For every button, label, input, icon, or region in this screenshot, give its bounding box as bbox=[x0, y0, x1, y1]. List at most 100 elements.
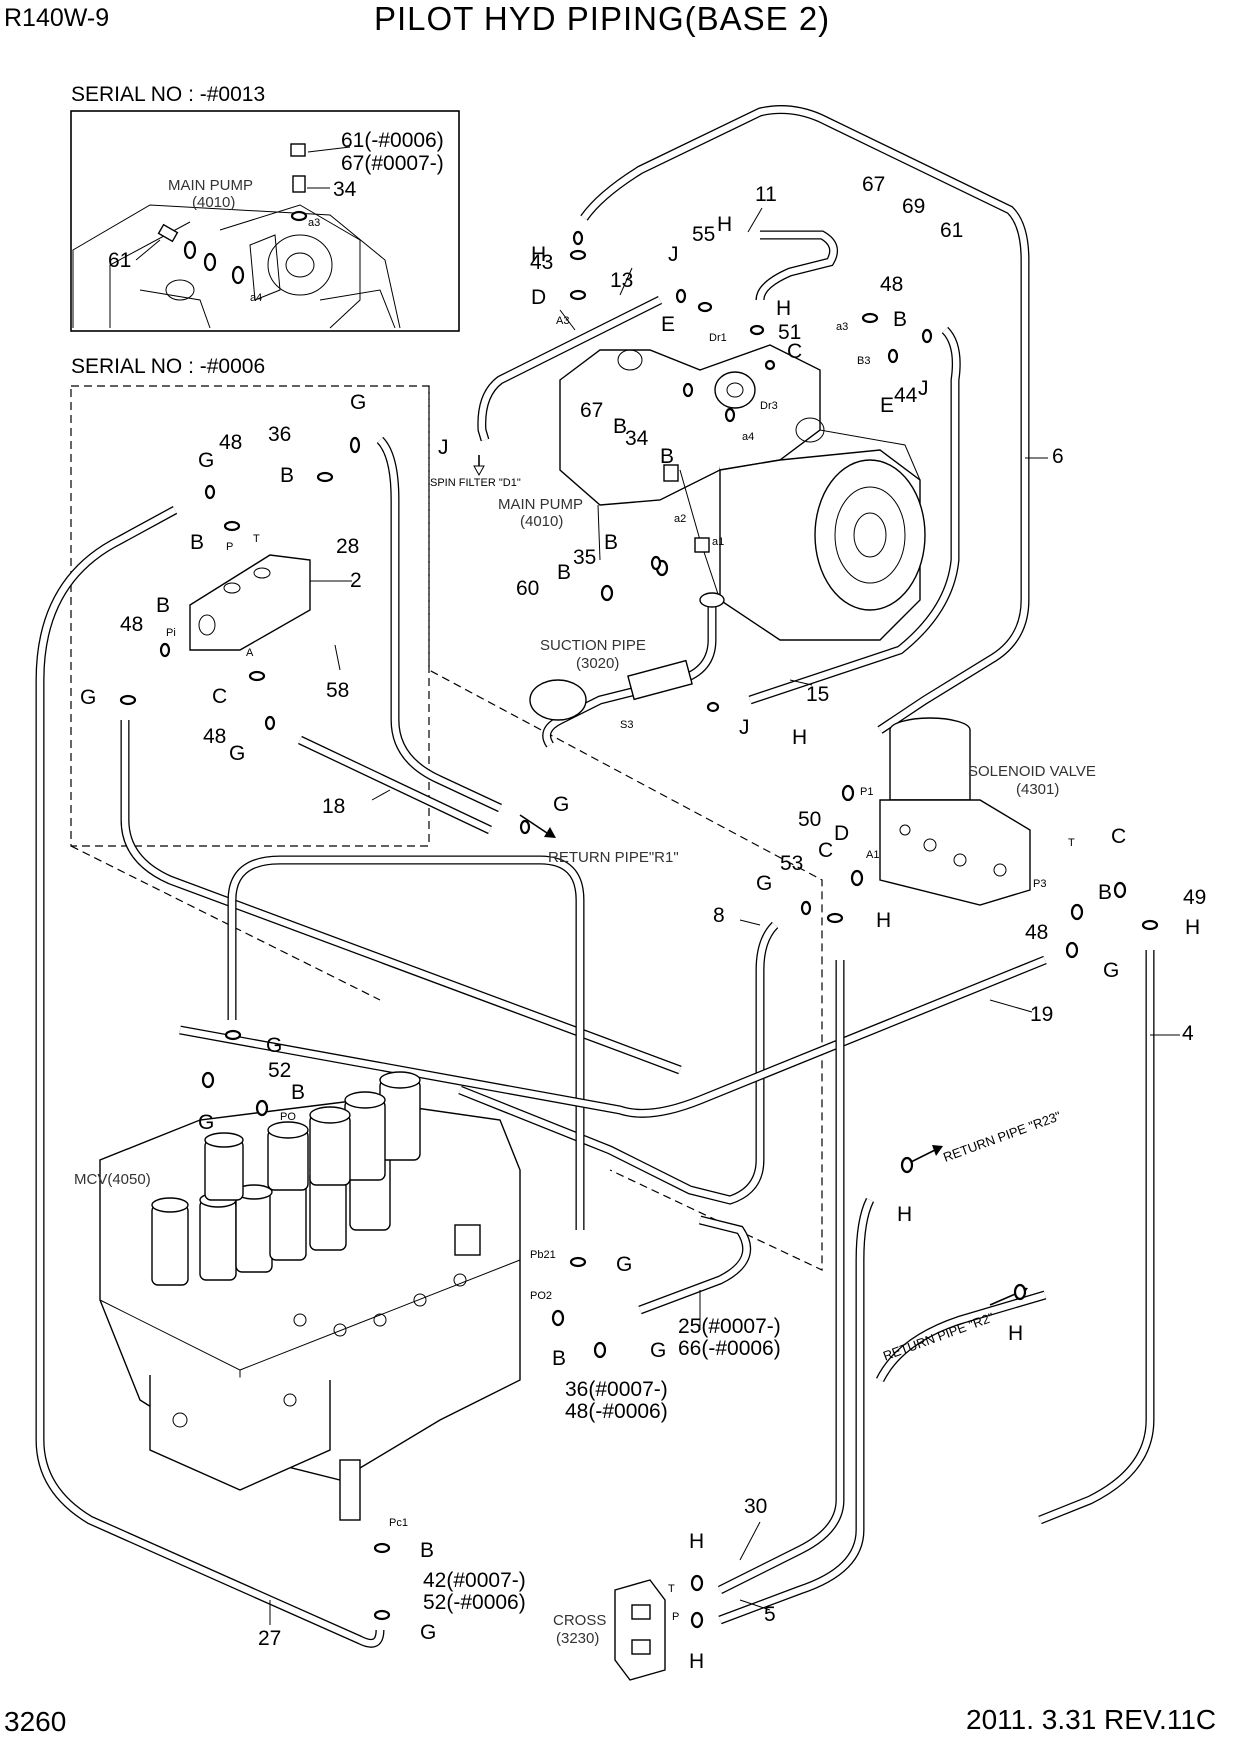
callout-67: 67 bbox=[862, 173, 886, 196]
callout-42: 42(#0007-) bbox=[423, 1569, 526, 1592]
hose-25 bbox=[638, 1215, 752, 1315]
main-pump-code: (4010) bbox=[520, 513, 564, 530]
port-t-cross: T bbox=[668, 1583, 675, 1595]
callout-48-a: 48 bbox=[203, 725, 227, 748]
letter-c-3: C bbox=[818, 839, 834, 862]
callout-5: 5 bbox=[764, 1603, 776, 1626]
port-a1: a1 bbox=[712, 536, 725, 548]
cross-label: CROSS bbox=[553, 1612, 607, 1629]
callout-49: 49 bbox=[1183, 886, 1207, 909]
inset-mid-frame bbox=[70, 385, 430, 847]
callout-53: 53 bbox=[780, 852, 804, 875]
callout-52: 52 bbox=[268, 1059, 292, 1082]
hose-18 bbox=[298, 735, 492, 835]
return-pipe-r1-label: RETURN PIPE"R1" bbox=[548, 849, 679, 866]
inset-top-pump bbox=[72, 143, 401, 329]
callout-34: 34 bbox=[625, 427, 649, 450]
letter-h-5: H bbox=[876, 909, 892, 932]
callout-51: 51 bbox=[778, 321, 802, 344]
letter-d-1: D bbox=[531, 286, 547, 309]
letter-g-8: G bbox=[266, 1034, 283, 1057]
main-pump-label: MAIN PUMP bbox=[498, 496, 584, 513]
letter-g-2: G bbox=[198, 449, 215, 472]
callout-48-top: 48 bbox=[880, 273, 904, 296]
callout-48-mcv: 48(-#0006) bbox=[565, 1400, 668, 1423]
callout-48-pi: 48 bbox=[120, 613, 144, 636]
letter-d-2: D bbox=[834, 822, 850, 845]
letter-g-6: G bbox=[756, 872, 773, 895]
hose-return-r2 bbox=[875, 1290, 1047, 1383]
letter-g-11: G bbox=[650, 1339, 667, 1362]
callout-50: 50 bbox=[798, 808, 822, 831]
port-a-block: A bbox=[246, 647, 254, 659]
main-pump-body bbox=[559, 344, 926, 641]
callout-60: 60 bbox=[516, 577, 540, 600]
port-dr3: Dr3 bbox=[760, 400, 778, 412]
o-rings bbox=[119, 230, 1159, 1629]
port-dr1: Dr1 bbox=[709, 332, 727, 344]
suction-pipe-label: SUCTION PIPE bbox=[540, 637, 646, 654]
letter-h-8: H bbox=[1008, 1322, 1024, 1345]
letter-g-5: G bbox=[553, 793, 570, 816]
inset-mid-dash-ext bbox=[428, 386, 823, 1271]
pilot-block bbox=[189, 554, 311, 651]
hose-28 bbox=[376, 436, 502, 813]
callout-69: 69 bbox=[902, 195, 926, 218]
mcv-label: MCV(4050) bbox=[74, 1171, 151, 1188]
callout-35: 35 bbox=[573, 546, 597, 569]
solenoid-valve-label: SOLENOID VALVE bbox=[968, 763, 1096, 780]
inset-pump-label: MAIN PUMP bbox=[168, 177, 254, 194]
callout-15: 15 bbox=[806, 683, 830, 706]
callout-61-inset: 61(-#0006) bbox=[341, 129, 444, 152]
letter-g-10: G bbox=[616, 1253, 633, 1276]
inset-top-frame bbox=[70, 110, 460, 332]
port-a3-inset: a3 bbox=[308, 217, 321, 229]
port-po2: PO2 bbox=[530, 1290, 553, 1302]
spin-filter-note: SPIN FILTER "D1" bbox=[430, 477, 521, 489]
solenoid-valve-code: (4301) bbox=[1016, 781, 1060, 798]
letter-h-2: H bbox=[717, 213, 733, 236]
letter-h-6: H bbox=[1185, 916, 1201, 939]
hose-8 bbox=[458, 921, 779, 1205]
hose-30 bbox=[717, 960, 845, 1595]
port-a3: a3 bbox=[836, 321, 849, 333]
letter-g-1: G bbox=[350, 391, 367, 414]
callout-55: 55 bbox=[692, 223, 716, 246]
letter-b-2: B bbox=[613, 415, 628, 438]
callout-52-mcv: 52(-#0006) bbox=[423, 1591, 526, 1614]
letter-h-7: H bbox=[897, 1203, 913, 1226]
letter-b-6: B bbox=[280, 464, 295, 487]
callout-48-valve: 48 bbox=[1025, 921, 1049, 944]
letter-b-11: B bbox=[552, 1347, 567, 1370]
port-pi: Pi bbox=[166, 627, 176, 639]
callout-36-mcv: 36(#0007-) bbox=[565, 1378, 668, 1401]
callout-58: 58 bbox=[326, 679, 350, 702]
letter-h-3: H bbox=[776, 297, 792, 320]
letter-e-2: E bbox=[880, 394, 895, 417]
leader-lines bbox=[135, 146, 1180, 1625]
letter-g-3: G bbox=[80, 686, 97, 709]
letter-g-9: G bbox=[198, 1111, 215, 1134]
letter-c-1: C bbox=[787, 340, 803, 363]
letter-j-4: J bbox=[739, 716, 750, 739]
letter-e-1: E bbox=[661, 313, 676, 336]
letter-c-2: C bbox=[212, 685, 228, 708]
callout-6: 6 bbox=[1052, 445, 1064, 468]
callout-18: 18 bbox=[322, 795, 346, 818]
callout-8: 8 bbox=[713, 904, 725, 927]
callout-30: 30 bbox=[744, 1495, 768, 1518]
port-p-block: P bbox=[226, 541, 234, 553]
port-a3-upper: A3 bbox=[556, 315, 570, 327]
callout-66: 66(-#0006) bbox=[678, 1337, 781, 1360]
port-t-block: T bbox=[253, 533, 260, 545]
hose-5 bbox=[718, 1197, 875, 1625]
inset-pump-code: (4010) bbox=[192, 194, 236, 211]
hose-19 bbox=[179, 955, 1047, 1118]
port-s3: S3 bbox=[620, 719, 634, 731]
port-pc1: Pc1 bbox=[389, 1517, 408, 1529]
callout-34-inset: 34 bbox=[333, 178, 357, 201]
model-code: R140W-9 bbox=[4, 4, 110, 32]
hose-mcv-loop bbox=[227, 855, 585, 1230]
letter-j-2: J bbox=[918, 377, 929, 400]
